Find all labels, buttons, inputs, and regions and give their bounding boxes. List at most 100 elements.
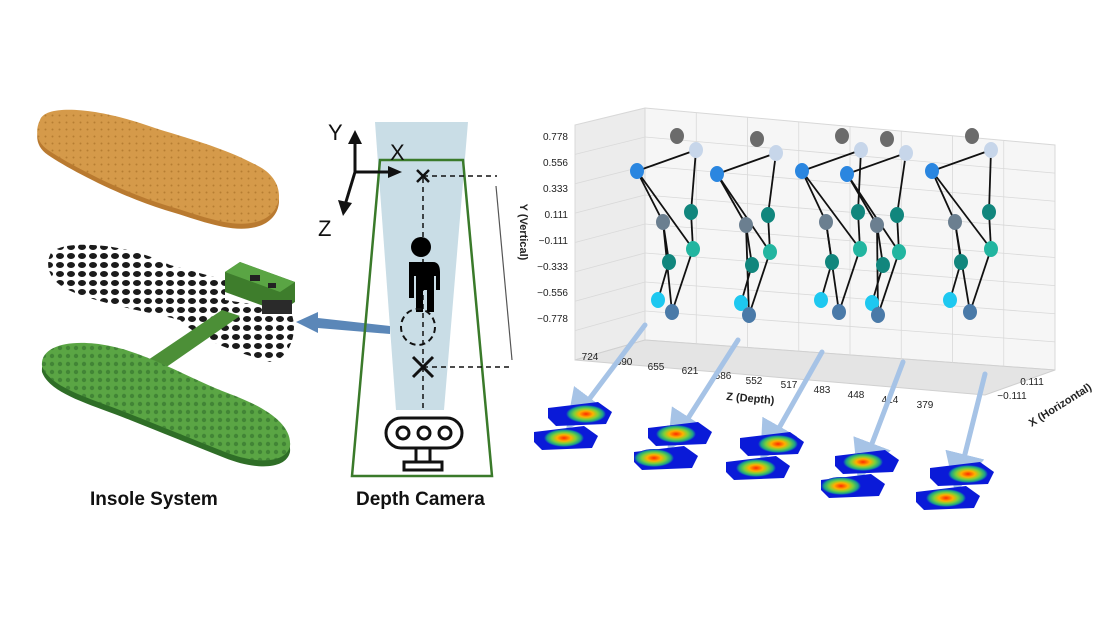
y-axis-label: Y (Vertical) [517,204,529,261]
skeleton-figure [710,131,783,323]
pressure-hotspot [758,435,798,453]
skeleton-bone [767,152,777,216]
z-axis-label: Z (Depth) [726,391,775,407]
caption-depth-camera: Depth Camera [356,489,485,510]
skeleton-joint [670,128,684,144]
y-tick: 0.111 [544,210,568,221]
grid-line [644,136,1056,174]
insole-electrode-layer [48,244,294,362]
pressure-map-connector [565,322,648,430]
skeleton-bone [636,170,664,223]
y-tick: 0.556 [543,158,568,169]
skeleton-joint [665,304,679,320]
pressure-map-group [534,322,994,510]
z-tick: 724 [582,352,599,363]
skeleton-figure [925,128,998,320]
skeleton-joint [745,257,759,273]
insole-bottom-layer [41,310,291,467]
z-tick: 586 [715,371,732,382]
skeleton-figure [795,128,868,320]
x-axis-label: X (Horizontal) [1027,381,1094,429]
skeleton-joint [876,257,890,273]
skeleton-joint [656,214,670,230]
skeleton-joint [686,241,700,257]
skeleton-joint [769,145,783,161]
pressure-map-connector [853,359,906,481]
insole-top-layer [37,109,280,229]
skeleton-group [630,128,998,323]
z-tick: 483 [814,385,831,396]
skeleton-joint [984,142,998,158]
skeleton-joint [853,241,867,257]
skeleton-joint [840,166,854,182]
skeleton-joint [899,145,913,161]
skeleton-bone [877,251,900,316]
skeleton-bone [896,152,907,216]
grid-line [574,223,646,243]
pressure-map-connector [667,337,741,451]
skeleton-joint [739,217,753,233]
y-tick: −0.556 [537,288,568,299]
skeleton-bone [801,170,827,223]
insole-system-illustration [37,109,295,467]
skeleton-joint [880,131,894,147]
skeleton-bone [838,248,861,313]
skeleton-joint [943,292,957,308]
skeleton-bone [716,152,777,175]
pressure-hotspot [634,449,674,467]
skeleton-joint [925,163,939,179]
skeleton-bone [931,170,992,250]
z-tick: 552 [746,376,763,387]
skeleton-figure [630,128,703,320]
z-tick: 517 [781,380,798,391]
pressure-map [634,337,741,470]
skeleton-joint [835,128,849,144]
skeleton-bone [801,170,861,250]
pressure-map [821,359,906,498]
skeleton-joint [630,163,644,179]
skeleton-bone [988,149,992,213]
y-tick-labels: 0.778 0.556 0.333 0.111 −0.111 −0.333 −0… [537,132,568,325]
skeleton-bone [846,152,907,175]
grid-line [574,252,646,273]
camera-axes [338,130,402,216]
camera-frame [350,158,494,478]
skeleton-joint [689,142,703,158]
skeleton-joint [651,292,665,308]
pressure-hotspot [821,477,861,495]
skeleton-joint [892,244,906,260]
skeleton-joint [763,244,777,260]
grid-line [644,194,1056,230]
skeleton-bone [857,149,862,213]
z-tick: 448 [848,390,865,401]
y-tick: −0.778 [537,314,568,325]
skeleton-joint [963,304,977,320]
skeleton-joint [750,131,764,147]
pressure-map [726,349,825,480]
skeleton-joint [965,128,979,144]
data-flow-arrow-body [296,312,390,334]
skeleton-bone [801,149,862,172]
depth-camera-device-icon [384,416,464,472]
pressure-map-connector [945,371,988,494]
skeleton-joint [832,304,846,320]
axis-label-y: Y [328,120,343,145]
skeleton-joint [954,254,968,270]
skeleton-joint [854,142,868,158]
skeleton-figure [840,131,913,323]
skeleton-joint [814,292,828,308]
pressure-hotspot [926,489,966,507]
z-tick: 690 [616,357,633,368]
skeleton-joint [734,295,748,311]
skeleton-bone [931,170,956,223]
skeleton-joint [825,254,839,270]
z-tick: 655 [648,362,665,373]
z-tick: 621 [682,366,699,377]
z-tick: 379 [917,400,934,411]
pressure-hotspot [736,459,776,477]
pressure-map [534,322,648,450]
skeleton-bone [636,170,694,250]
skeleton-joint [684,204,698,220]
skeleton-bone [931,149,992,172]
pressure-hotspot [843,453,883,471]
